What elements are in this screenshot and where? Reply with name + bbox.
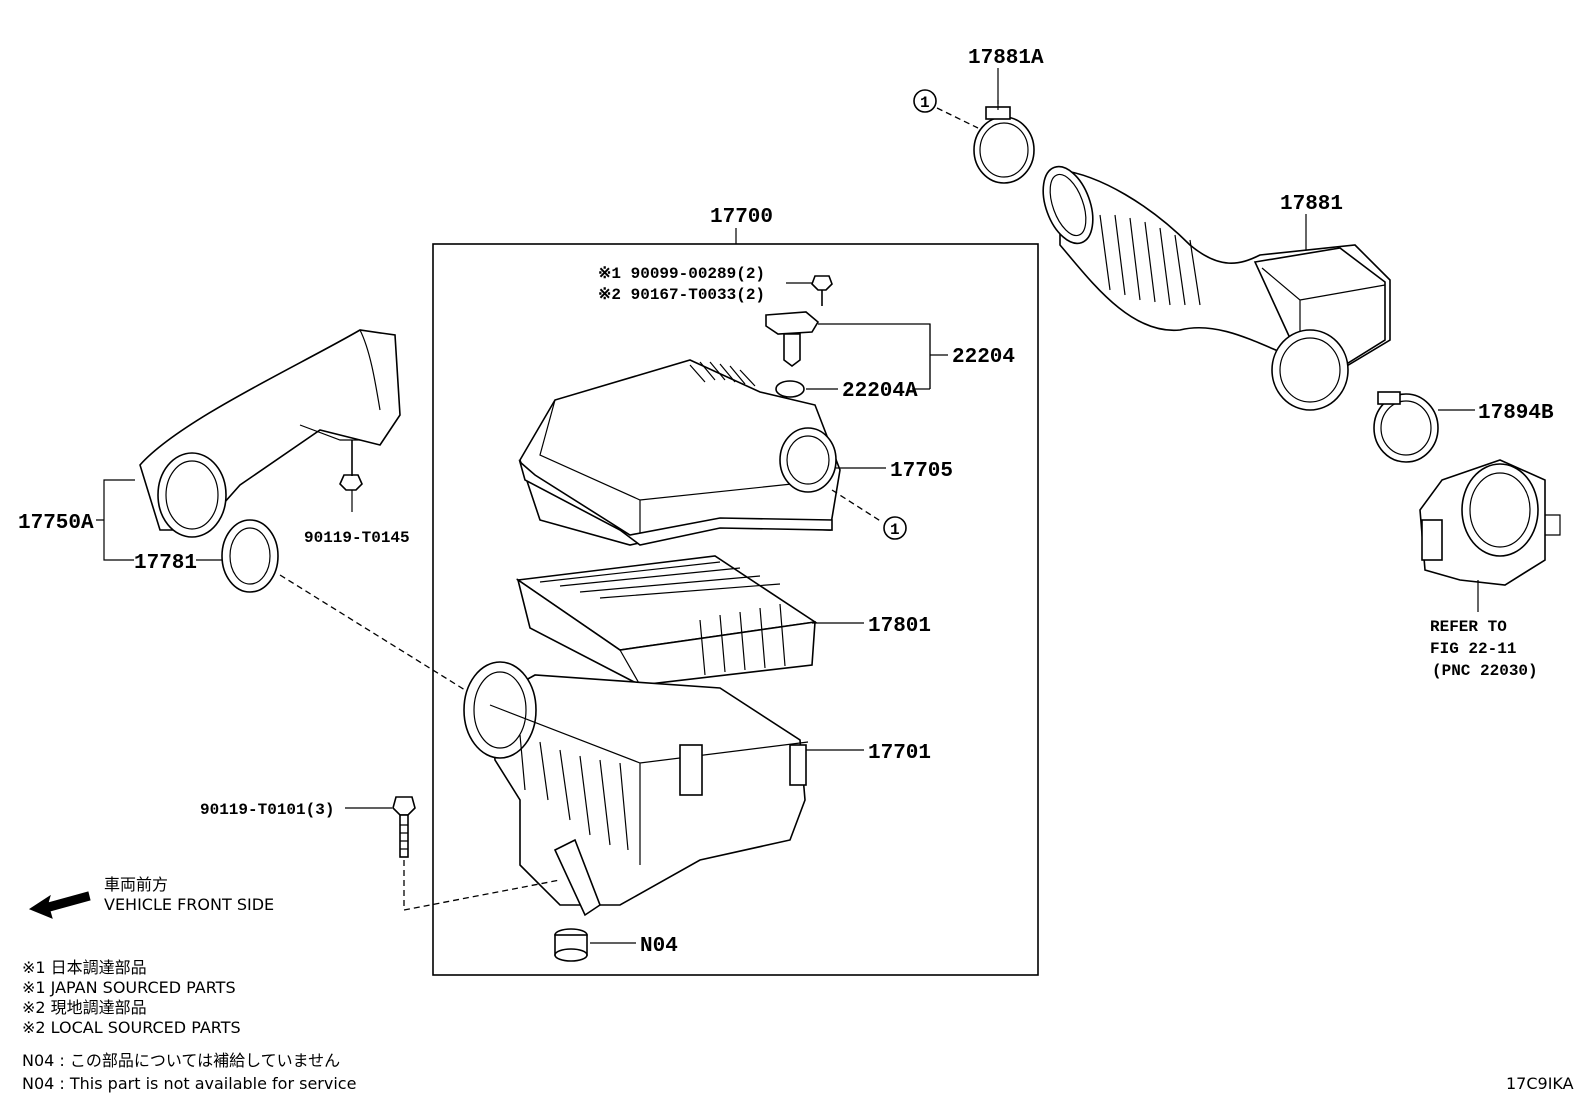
o-ring-22204A xyxy=(775,380,805,398)
front-arrow-icon xyxy=(28,891,91,919)
label-17881A: 17881A xyxy=(968,47,1044,70)
bolt-note-2: ※2 90167-T0033(2) xyxy=(598,286,765,304)
refer-line1: REFER TO xyxy=(1430,618,1507,636)
label-17750A: 17750A xyxy=(18,512,94,535)
callout-1-top: 1 xyxy=(920,94,930,112)
air-cleaner-cap-17705 xyxy=(518,359,841,546)
bolt-90119-T0145 xyxy=(339,440,363,491)
legend-line: ※2 現地調達部品 xyxy=(22,998,147,1017)
legend-line: ※1 JAPAN SOURCED PARTS xyxy=(22,978,236,997)
figure-code: 17C9IKA xyxy=(1506,1074,1574,1093)
filter-element-17801 xyxy=(515,555,818,686)
legend-line: ※2 LOCAL SOURCED PARTS xyxy=(22,1018,241,1037)
label-22204: 22204 xyxy=(952,346,1015,369)
gasket-17781 xyxy=(221,519,279,593)
bolt-90099 xyxy=(811,275,833,306)
label-17801: 17801 xyxy=(868,615,931,638)
grommet-N04 xyxy=(554,928,588,962)
clamp-17881A xyxy=(973,100,1035,184)
clamp-17894B xyxy=(1373,391,1439,463)
legend-line: ※1 日本調達部品 xyxy=(22,958,147,977)
label-17700: 17700 xyxy=(710,206,773,229)
label-17701: 17701 xyxy=(868,742,931,765)
front-label-en: VEHICLE FRONT SIDE xyxy=(104,895,274,914)
bolt-90119-T0101 xyxy=(392,796,416,858)
bolt-note-1: ※1 90099-00289(2) xyxy=(598,265,765,283)
n04-note: N04 : This part is not available for ser… xyxy=(22,1074,356,1093)
label-90119-T0145: 90119-T0145 xyxy=(304,529,410,547)
n04-note: N04 : この部品については補給していません xyxy=(22,1051,340,1070)
label-17881: 17881 xyxy=(1280,193,1343,216)
air-flow-meter-22204 xyxy=(765,311,820,367)
air-cleaner-case-17701 xyxy=(463,661,809,917)
throttle-body xyxy=(1419,459,1561,586)
label-17781: 17781 xyxy=(134,552,197,575)
label-N04: N04 xyxy=(640,935,678,958)
label-17894B: 17894B xyxy=(1478,402,1554,425)
front-label-jp: 車両前方 xyxy=(104,875,168,894)
callout-1-right: 1 xyxy=(890,521,900,539)
label-17705: 17705 xyxy=(890,460,953,483)
refer-line3: (PNC 22030) xyxy=(1432,662,1538,680)
refer-line2: FIG 22-11 xyxy=(1430,640,1516,658)
label-22204A: 22204A xyxy=(842,380,918,403)
air-inlet-17750A xyxy=(139,329,401,538)
label-90119-T0101: 90119-T0101(3) xyxy=(200,801,334,819)
intake-hose-17881 xyxy=(1042,165,1391,411)
